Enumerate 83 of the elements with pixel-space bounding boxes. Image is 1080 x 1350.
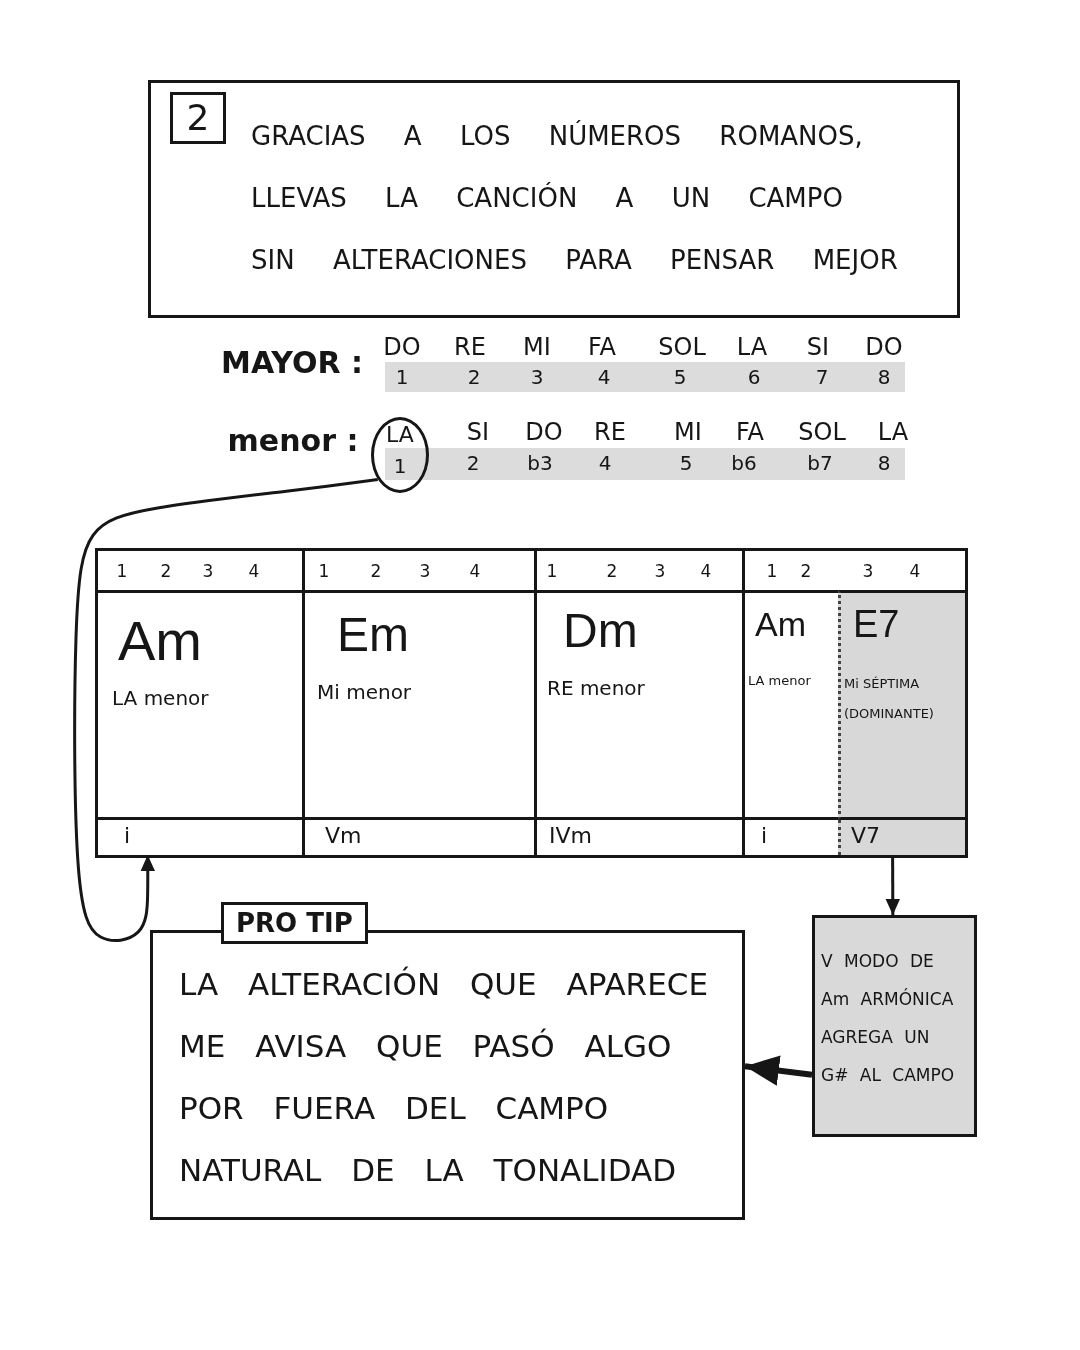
scale-label: menor : xyxy=(227,423,359,457)
note-name: LA xyxy=(877,418,909,446)
scale-degree: 3 xyxy=(530,366,544,388)
note-name: FA xyxy=(588,333,616,361)
beat-number: 3 xyxy=(862,561,874,581)
chord-name: RE menor xyxy=(547,675,646,701)
scale-degree: 5 xyxy=(679,452,693,474)
step-number: 2 xyxy=(185,96,211,140)
curved-arrow xyxy=(73,477,378,942)
note-name: RE xyxy=(454,333,486,361)
note-name: LA xyxy=(385,422,415,447)
note-text: V MODO DE Am ARMÓNICA AGREGA UN G# AL CAMPO xyxy=(821,950,956,1087)
chord-symbol: E7 xyxy=(853,605,900,643)
roman-numeral: i xyxy=(761,823,768,849)
note-name: MI xyxy=(523,333,551,361)
note-name: DO xyxy=(383,333,421,361)
chord-cell xyxy=(98,590,305,820)
chord-name: LA menor xyxy=(112,685,210,711)
beat-number: 2 xyxy=(160,561,172,581)
beat-number: 4 xyxy=(469,561,481,581)
chord-name: Mi SÉPTIMA (DOMINANTE) xyxy=(844,675,935,723)
beat-number: 1 xyxy=(318,561,330,581)
chord-cell xyxy=(838,590,965,820)
note-name: SOL xyxy=(798,418,846,446)
beat-number: 3 xyxy=(419,561,431,581)
beat-number: 1 xyxy=(116,561,128,581)
scale-degree: 2 xyxy=(466,452,480,474)
scale-degree: 1 xyxy=(395,366,409,388)
beat-number: 2 xyxy=(370,561,382,581)
tip-heading: PRO TIP xyxy=(221,902,368,944)
beat-number: 4 xyxy=(909,561,921,581)
roman-numeral-cell xyxy=(838,820,965,855)
note-name: FA xyxy=(736,418,764,446)
chord-cell xyxy=(537,590,745,820)
beat-number: 2 xyxy=(606,561,618,581)
scale-degree: 7 xyxy=(815,366,829,388)
beat-number: 3 xyxy=(654,561,666,581)
heading-text: GRACIAS A LOS NÚMEROS ROMANOS, LLEVAS LA CANCIÓN A UN CAMPO SIN ALTERACIONES PARA PENSAR MEJOR xyxy=(251,119,899,277)
beat-number: 3 xyxy=(202,561,214,581)
beat-number: 2 xyxy=(800,561,812,581)
roman-numeral: IVm xyxy=(549,823,592,849)
chord-name: Mi menor xyxy=(317,679,413,705)
note-name: SI xyxy=(806,333,830,361)
roman-numeral: Vm xyxy=(325,823,362,849)
scale-degree: 1 xyxy=(392,454,408,478)
chord-symbol: Dm xyxy=(563,607,638,655)
chord-symbol: Am xyxy=(755,607,806,641)
note-name: DO xyxy=(525,418,563,446)
scale-label: MAYOR : xyxy=(221,345,363,379)
arrow xyxy=(744,1055,813,1086)
roman-numeral: i xyxy=(124,823,131,849)
scale-degree: 4 xyxy=(598,452,612,474)
heading-frame xyxy=(148,80,960,318)
scale-degree: 2 xyxy=(467,366,481,388)
chord-symbol: Em xyxy=(337,611,409,659)
scale-degree: 4 xyxy=(597,366,611,388)
scale-degree: b7 xyxy=(807,452,833,474)
beat-number: 4 xyxy=(700,561,712,581)
beat-number: 1 xyxy=(766,561,778,581)
note-card xyxy=(812,915,977,1137)
chord-cell xyxy=(305,590,537,820)
circled-note xyxy=(371,417,429,493)
note-name: RE xyxy=(594,418,626,446)
scale-degree: 8 xyxy=(877,366,891,388)
note-name: SOL xyxy=(658,333,706,361)
note-name: LA xyxy=(736,333,768,361)
chord-name: LA menor xyxy=(748,673,812,690)
step-number-frame xyxy=(170,92,226,144)
scale-degree: b3 xyxy=(527,452,553,474)
roman-numeral: V7 xyxy=(851,823,881,849)
scale-degree: 5 xyxy=(673,366,687,388)
note-name: SI xyxy=(466,418,490,446)
note-name: DO xyxy=(865,333,903,361)
beat-number: 4 xyxy=(248,561,260,581)
tip-text: LA ALTERACIÓN QUE APARECE ME AVISA QUE PASÓ ALGO POR FUERA DEL CAMPO NATURAL DE LA TONALIDAD xyxy=(179,965,709,1190)
progression-table xyxy=(95,548,968,858)
beat-number: 1 xyxy=(546,561,558,581)
scale-degree: 8 xyxy=(877,452,891,474)
scale-degree: 6 xyxy=(747,366,761,388)
scale-degree: b6 xyxy=(731,452,757,474)
note-name: MI xyxy=(674,418,702,446)
chord-symbol: Am xyxy=(118,613,202,669)
arrow xyxy=(885,855,900,915)
